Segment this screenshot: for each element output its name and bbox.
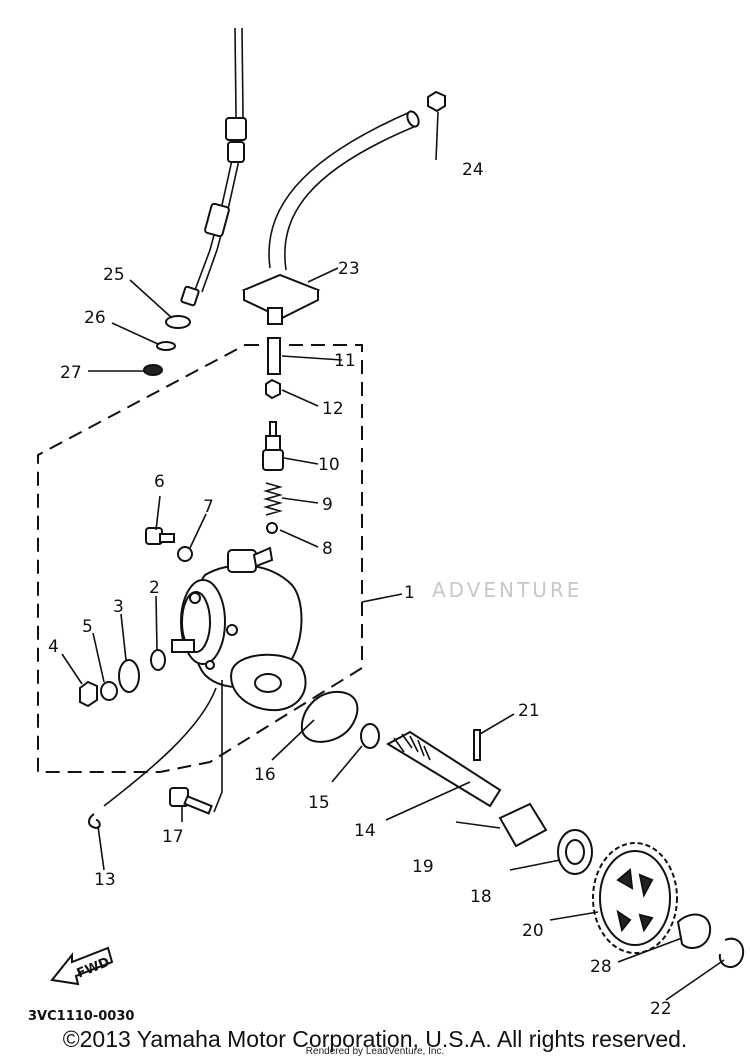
diagram-code: 3VC1110-0030 [28, 1009, 134, 1024]
callout-9: 9 [322, 495, 333, 515]
part-20-gear [592, 842, 678, 954]
part-3-plate [118, 659, 140, 693]
part-21-pin [473, 729, 481, 761]
callout-12: 12 [322, 399, 344, 419]
part-9-spring [263, 482, 283, 516]
callout-2: 2 [149, 578, 160, 598]
callout-5: 5 [82, 617, 93, 637]
oil-delivery-pipe [241, 110, 420, 325]
callout-13: 13 [94, 870, 116, 890]
callout-1: 1 [404, 583, 415, 603]
part-22-circlip [718, 937, 745, 969]
part-25-washer [165, 315, 191, 329]
callout-4: 4 [48, 637, 59, 657]
rendered-by-credit: Rendered by LeadVenture, Inc. [305, 1046, 445, 1057]
callout-25: 25 [103, 265, 125, 285]
oil-pump-cable [180, 27, 247, 307]
oil-pump-body [171, 546, 307, 712]
leader-lines [61, 111, 725, 1001]
callout-15: 15 [308, 793, 330, 813]
part-28-washer [676, 913, 712, 949]
callout-24: 24 [462, 160, 484, 180]
part-14-shaft [385, 730, 502, 808]
callout-16: 16 [254, 765, 276, 785]
callout-22: 22 [650, 999, 672, 1019]
callout-19: 19 [412, 857, 434, 877]
callout-20: 20 [522, 921, 544, 941]
callout-6: 6 [154, 472, 165, 492]
callout-7: 7 [203, 497, 214, 517]
watermark: ADVENTURE [432, 578, 583, 602]
callout-3: 3 [113, 597, 124, 617]
part-24-nut [427, 90, 446, 113]
callout-27: 27 [60, 363, 82, 383]
callout-23: 23 [338, 259, 360, 279]
callout-17: 17 [162, 827, 184, 847]
part-17-bolt [169, 787, 213, 815]
part-12-nut [265, 378, 281, 400]
part-27-clip [143, 364, 163, 376]
callout-8: 8 [322, 539, 333, 559]
callouts: 1 2 3 4 5 6 7 8 9 10 11 12 13 14 15 16 1… [48, 160, 672, 1019]
part-26-oring [156, 341, 176, 351]
callout-18: 18 [470, 887, 492, 907]
part-4-nut [79, 680, 98, 708]
part-7-washer [177, 546, 193, 562]
callout-26: 26 [84, 308, 106, 328]
part-19-collar [498, 802, 548, 848]
callout-11: 11 [334, 351, 356, 371]
assembly-boundary [37, 344, 363, 773]
part-6-bolt [145, 527, 175, 545]
callout-21: 21 [518, 701, 540, 721]
part-11-pipe [267, 337, 281, 375]
callout-10: 10 [318, 455, 340, 475]
part-10-fitting [262, 421, 284, 471]
part-15-oring [360, 723, 380, 749]
part-16-gasket [300, 690, 359, 743]
part-2-seal [150, 649, 166, 671]
callout-28: 28 [590, 957, 612, 977]
part-8-ball [266, 522, 278, 534]
fwd-arrow: FWD [50, 946, 114, 986]
part-13-clip [88, 813, 101, 830]
callout-14: 14 [354, 821, 376, 841]
part-18-bearing [557, 829, 593, 875]
copyright-notice: ©2013 Yamaha Motor Corporation, U.S.A. A… [62, 1026, 688, 1052]
part-5-washer [100, 681, 118, 701]
